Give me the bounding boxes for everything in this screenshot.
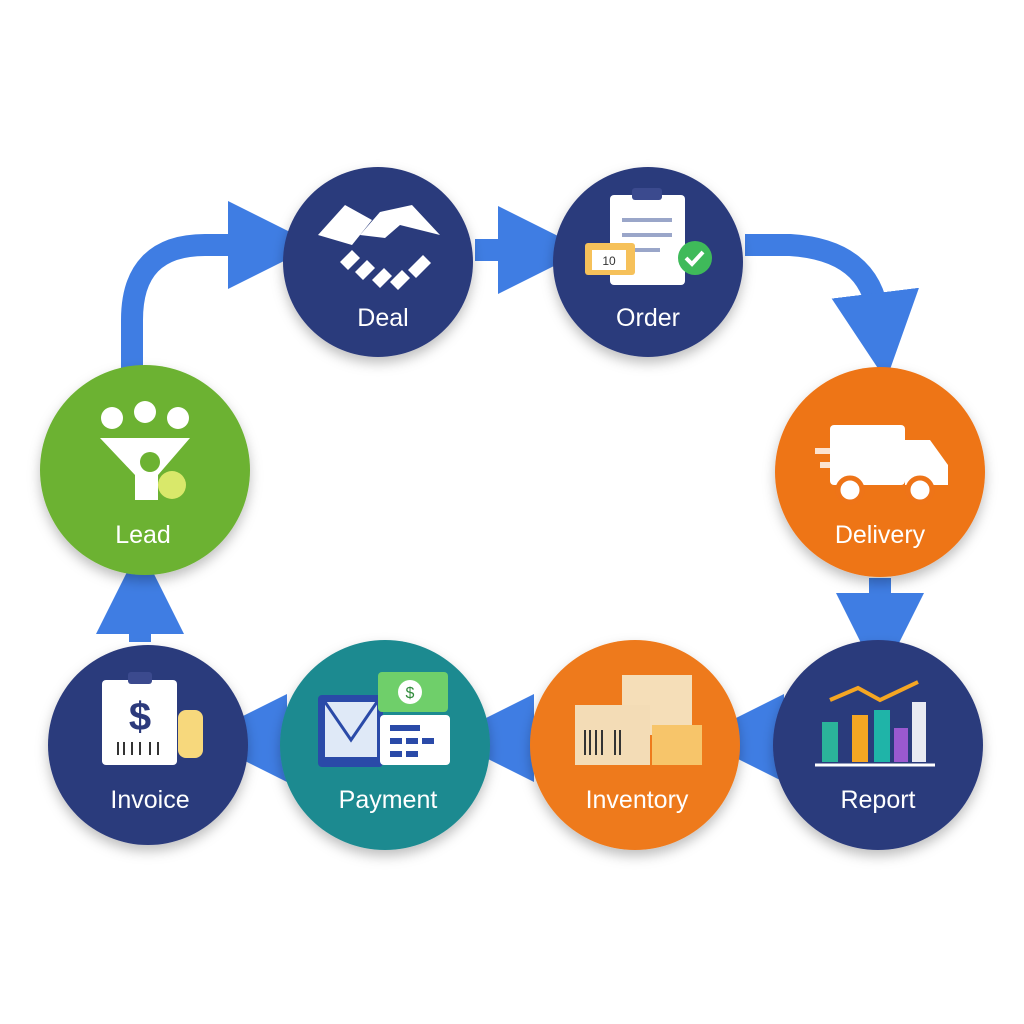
node-payment[interactable]: $ Payment [280, 640, 490, 850]
node-label: Order [616, 304, 680, 332]
node-label: Delivery [835, 521, 926, 549]
node-label: Deal [357, 304, 408, 332]
flow-arrows [96, 201, 924, 782]
node-label: Report [840, 786, 915, 814]
payment-terminal-icon: $ [318, 672, 450, 767]
node-report[interactable]: Report [773, 640, 983, 850]
boxes-icon [575, 675, 702, 765]
node-label: Payment [339, 786, 438, 814]
node-inventory[interactable]: Inventory [530, 640, 740, 850]
node-delivery[interactable]: Delivery [775, 367, 985, 577]
dollar-sign: $ [129, 695, 151, 739]
arrow-order-to-delivery [745, 234, 919, 381]
bar-chart-icon [815, 680, 935, 767]
funnel-icon [100, 401, 190, 500]
node-order[interactable]: 10 Order [553, 167, 743, 357]
node-invoice[interactable]: $ Invoice [48, 645, 248, 845]
handshake-icon [318, 205, 440, 290]
node-lead[interactable]: Lead [40, 365, 250, 575]
invoice-icon: $ [102, 672, 203, 765]
node-deal[interactable]: Deal [283, 167, 473, 357]
svg-text:$: $ [406, 685, 415, 702]
order-icon-text: 10 [602, 254, 616, 268]
node-label: Invoice [110, 786, 189, 814]
node-label: Lead [115, 521, 171, 549]
truck-icon [815, 425, 948, 505]
node-label: Inventory [586, 786, 689, 814]
clipboard-icon: 10 [585, 188, 712, 285]
arrow-lead-to-deal [121, 201, 316, 370]
